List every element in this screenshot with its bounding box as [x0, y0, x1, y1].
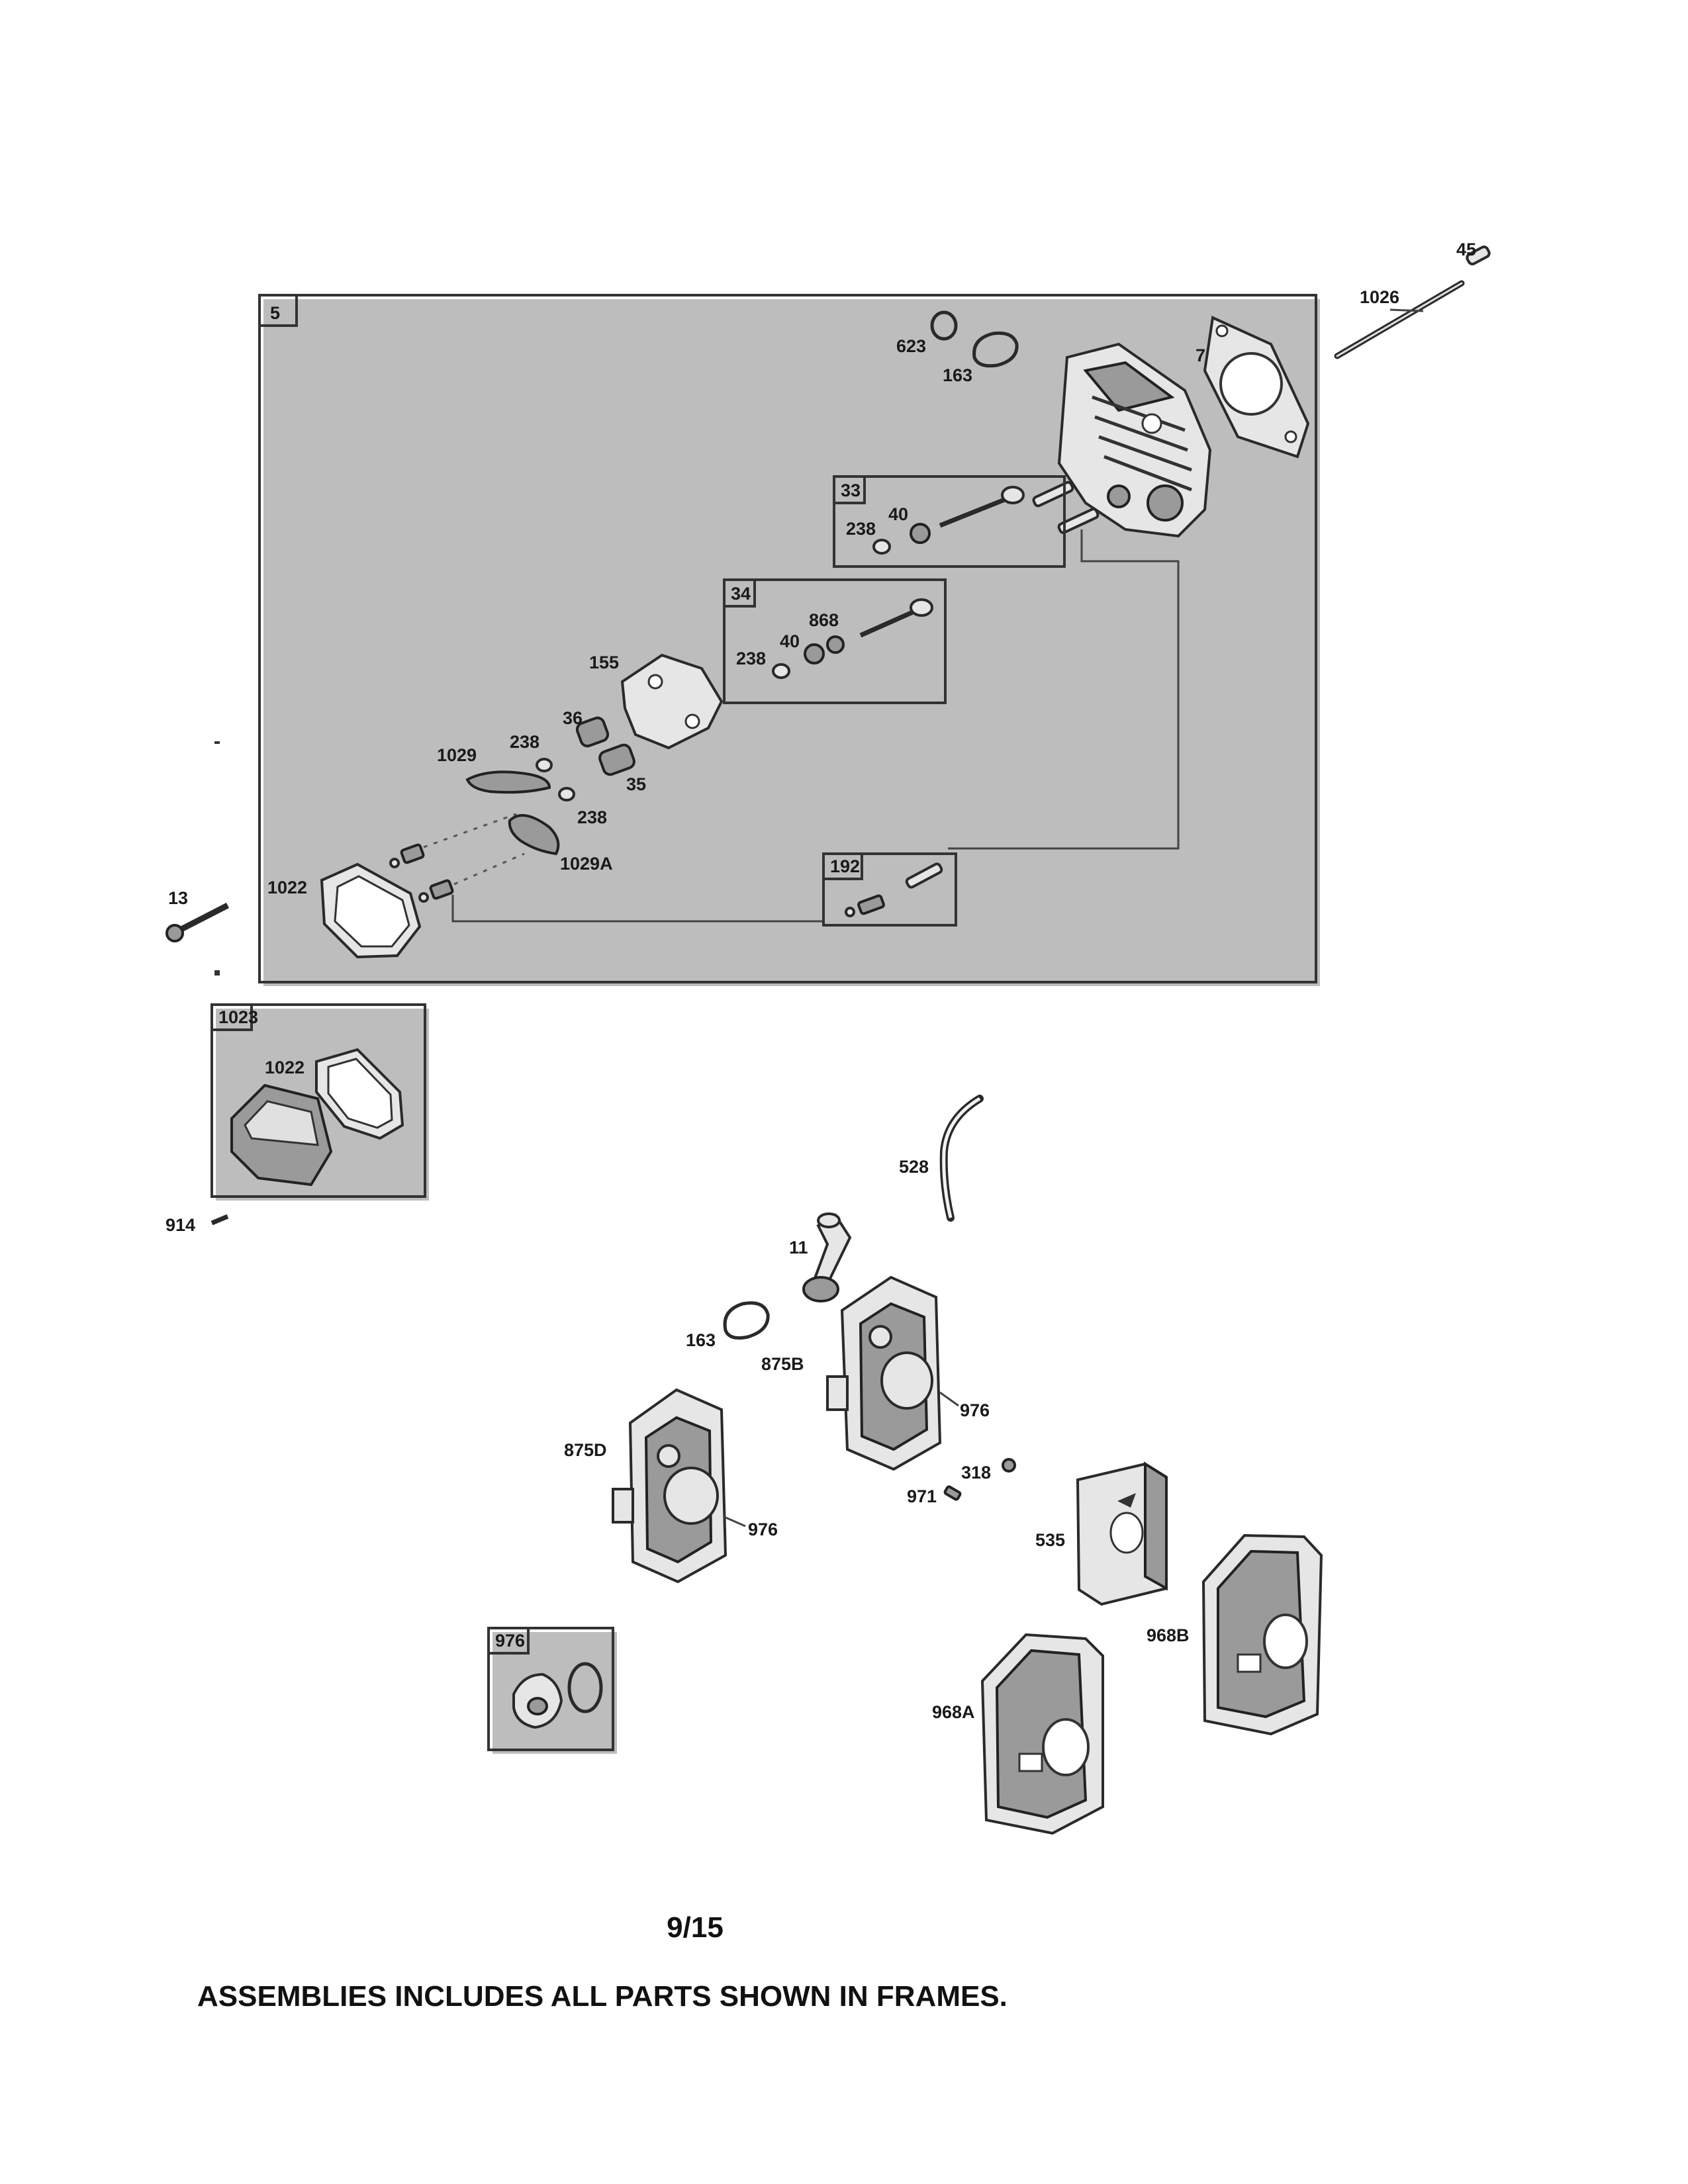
label-868: 868 [809, 610, 839, 630]
part-623-seal-ring [930, 310, 958, 341]
label-976-lower: 976 [748, 1520, 778, 1539]
part-968a-air-cleaner-cover [980, 1633, 1104, 1835]
assembly-frame-34: 34 [723, 578, 947, 704]
label-968b: 968B [1147, 1625, 1190, 1645]
assembly-frame-976: 976 [487, 1627, 617, 1754]
label-13: 13 [168, 888, 188, 908]
label-238-34: 238 [736, 649, 766, 668]
label-1022-frame: 1022 [265, 1058, 305, 1077]
part-1029a-rocker-arm [508, 814, 560, 856]
part-35-valve-spring [598, 743, 635, 776]
label-528: 528 [899, 1157, 929, 1177]
label-155: 155 [589, 653, 619, 672]
part-13-bolt [165, 902, 230, 942]
label-7: 7 [1196, 345, 1205, 365]
part-valve-guides [1032, 480, 1100, 534]
part-875b-air-cleaner-base [826, 1275, 942, 1471]
part-914-screw [211, 1214, 229, 1226]
part-875d-air-cleaner-base [612, 1388, 727, 1584]
frame-tag-192: 192 [830, 856, 860, 876]
footer-note: ASSEMBLIES INCLUDES ALL PARTS SHOWN IN F… [197, 1980, 1008, 2013]
frame-tag-33: 33 [841, 480, 861, 500]
label-971: 971 [907, 1486, 937, 1506]
label-163-lower: 163 [686, 1330, 716, 1350]
assembly-frame-1023: 1023 [211, 1003, 429, 1201]
part-163-lower-gasket [723, 1301, 770, 1340]
part-45-dowel [1466, 246, 1491, 265]
part-968b-air-cleaner-cover [1201, 1533, 1323, 1736]
part-163-gasket [972, 331, 1019, 368]
part-1029-rocker-arm [465, 770, 551, 794]
part-cylinder-head [1057, 342, 1212, 538]
frame-tag-976: 976 [495, 1631, 525, 1651]
label-40-34: 40 [780, 631, 800, 651]
frame-tag-1023: 1023 [218, 1007, 258, 1027]
part-238-retainer-upper [536, 758, 553, 772]
part-535-filter-element [1076, 1461, 1168, 1606]
part-11-elbow [802, 1212, 852, 1302]
label-1029: 1029 [437, 745, 477, 765]
label-875b: 875B [761, 1354, 804, 1374]
label-163-top: 163 [943, 365, 972, 385]
frame-tag-34: 34 [731, 584, 751, 604]
label-11: 11 [789, 1238, 808, 1257]
label-40-33: 40 [888, 504, 908, 524]
label-35: 35 [626, 774, 646, 794]
part-971-screw [943, 1485, 962, 1501]
frame-tag-5: 5 [270, 303, 280, 323]
part-155-rocker-plate [620, 653, 724, 750]
part-1022-cover-gasket [320, 862, 422, 959]
label-318: 318 [961, 1463, 991, 1482]
label-875d: 875D [564, 1440, 607, 1460]
label-535: 535 [1035, 1530, 1065, 1550]
label-238-upper: 238 [510, 732, 539, 752]
part-528-breather-tube [939, 1095, 984, 1222]
label-45: 45 [1456, 240, 1476, 259]
label-623: 623 [896, 336, 926, 356]
label-238-33: 238 [846, 519, 876, 539]
label-976-upper: 976 [960, 1400, 990, 1420]
label-238-lower: 238 [577, 807, 607, 827]
label-1022-main: 1022 [267, 878, 307, 897]
part-7-head-gasket [1203, 316, 1310, 459]
label-1029a: 1029A [560, 854, 613, 874]
part-1026-push-rod [1334, 280, 1465, 359]
margin-mark [214, 741, 220, 744]
label-914: 914 [165, 1215, 195, 1235]
margin-mark [214, 970, 220, 976]
assembly-frame-33: 33 [833, 475, 1066, 568]
label-968a: 968A [932, 1702, 975, 1722]
assembly-frame-192: 192 [822, 852, 957, 927]
part-238-retainer-lower [558, 787, 575, 801]
page-number: 9/15 [667, 1911, 724, 1944]
part-36-valve-spring [575, 716, 610, 748]
label-1026: 1026 [1360, 287, 1399, 307]
label-36: 36 [563, 708, 583, 728]
part-rocker-studs [389, 813, 525, 903]
part-318-nut [1002, 1458, 1016, 1473]
